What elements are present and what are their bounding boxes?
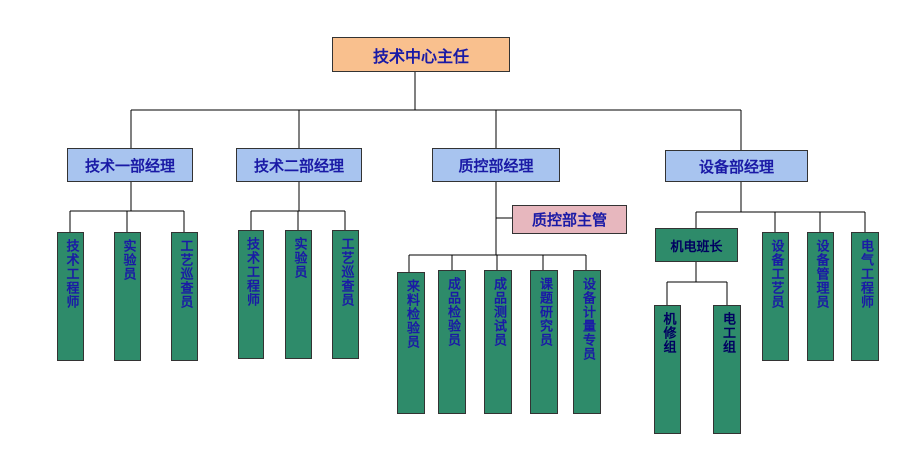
electrician-group-node: 电工组 [713, 305, 741, 434]
qc-staff-researcher: 课题研究员 [530, 270, 558, 414]
qc-staff-product-tester: 成品测试员 [484, 270, 512, 414]
equipment-manager-node: 设备部经理 [665, 150, 808, 182]
tech1-staff-lab: 实验员 [114, 232, 141, 361]
tech1-staff-inspector: 工艺巡查员 [171, 232, 198, 361]
root-node: 技术中心主任 [332, 37, 510, 72]
electro-team-lead-node: 机电班长 [655, 228, 738, 262]
tech2-staff-inspector: 工艺巡查员 [332, 230, 359, 359]
tech2-staff-lab: 实验员 [285, 230, 312, 359]
tech2-manager-node: 技术二部经理 [236, 148, 362, 182]
equip-staff-electrical-engineer: 电气工程师 [851, 232, 879, 361]
qc-staff-metrology: 设备计量专员 [573, 270, 601, 414]
equip-staff-process: 设备工艺员 [762, 232, 789, 361]
tech1-manager-node: 技术一部经理 [67, 148, 193, 182]
qc-staff-incoming: 来料检验员 [397, 272, 425, 414]
tech1-staff-engineer: 技术工程师 [57, 232, 84, 361]
equip-staff-admin: 设备管理员 [807, 232, 834, 361]
qc-supervisor-node: 质控部主管 [512, 205, 627, 234]
qc-staff-product-inspector: 成品检验员 [438, 270, 466, 414]
maintenance-group-node: 机修组 [654, 305, 681, 434]
tech2-staff-engineer: 技术工程师 [238, 230, 264, 359]
qc-manager-node: 质控部经理 [432, 148, 560, 182]
